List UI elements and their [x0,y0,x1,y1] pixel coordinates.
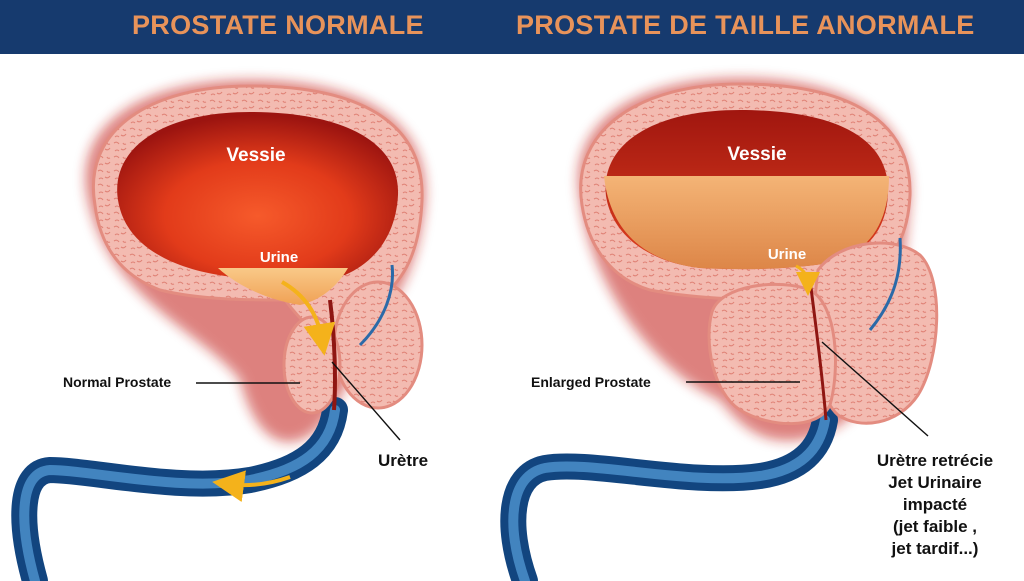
title-enlarged-prostate: PROSTATE DE TAILLE ANORMALE [516,10,975,40]
right-urethra-leader-line [821,341,929,437]
right-prostate-lobe-left [707,282,837,426]
title-normal-prostate: PROSTATE NORMALE [132,10,424,40]
right-panel [500,78,939,581]
right-urethra-description: Urètre retrécie Jet Urinaire impacté (je… [848,450,1022,560]
urethra-desc-line-3: impacté [902,495,968,514]
urethra-desc-line-5: jet tardif...) [891,539,979,558]
right-urine-layer [604,176,889,270]
left-bladder-label: Vessie [226,145,285,166]
right-flow-arrow [795,264,820,296]
left-panel [11,80,426,581]
right-urine-label: Urine [768,246,806,263]
right-urethra-tube [500,407,838,581]
urethra-desc-line-1: Urètre retrécie [876,451,994,470]
left-urine-layer [218,268,348,305]
header-banner: PROSTATE NORMALE PROSTATE DE TAILLE ANOR… [0,0,1024,54]
left-urethra-leader-line [331,361,401,441]
left-urethra-label: Urètre [378,451,429,470]
left-bladder-cavity [117,112,399,280]
left-flow-arrow-urethra [212,470,291,503]
urethra-desc-line-2: Jet Urinaire [888,473,982,492]
urethra-desc-line-4: (jet faible , [892,517,978,536]
right-bladder-label: Vessie [727,144,786,165]
right-prostate-label: Enlarged Prostate [531,374,651,390]
left-prostate-lobe-right [332,280,424,410]
left-urine-label: Urine [260,249,298,266]
left-flow-arrow-bladder [281,280,336,356]
left-prostate-label: Normal Prostate [63,374,172,390]
